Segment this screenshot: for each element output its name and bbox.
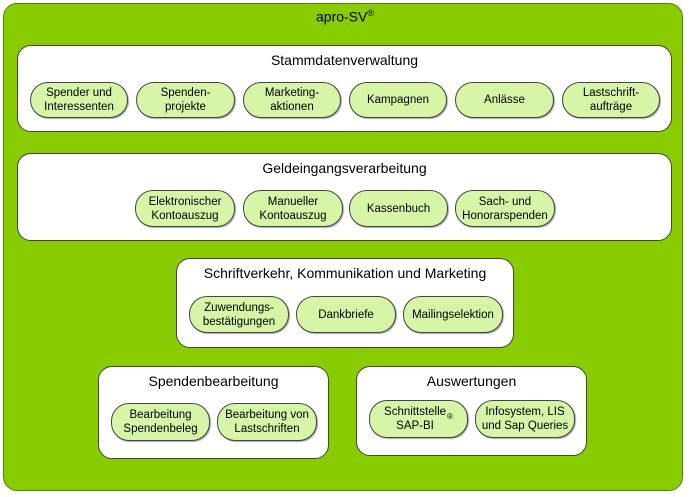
module-manueller-kontoauszug[interactable]: Manueller Kontoauszug	[243, 190, 343, 227]
module-anlaesse[interactable]: Anlässe	[455, 82, 554, 118]
group-auswertungen: Auswertungen Schnittstelle SAP-BI® Infos…	[356, 366, 587, 456]
module-spender-interessenten[interactable]: Spender und Interessenten	[30, 82, 128, 118]
group-schriftverkehr: Schriftverkehr, Kommunikation und Market…	[176, 258, 514, 348]
group-title: Geldeingangsverarbeitung	[262, 160, 427, 176]
group-stammdatenverwaltung: Stammdatenverwaltung Spender und Interes…	[17, 45, 672, 132]
registered-mark: ®	[447, 412, 453, 421]
group-title: Stammdatenverwaltung	[270, 52, 419, 68]
registered-mark: ®	[367, 8, 374, 18]
group-geldeingangsverarbeitung: Geldeingangsverarbeitung Elektronischer …	[17, 153, 672, 241]
module-kampagnen[interactable]: Kampagnen	[349, 82, 447, 118]
module-lastschriftauftraege[interactable]: Lastschrift- aufträge	[562, 82, 660, 118]
diagram-title: apro-SV®	[316, 8, 374, 25]
module-zuwendungsbestaetigungen[interactable]: Zuwendungs- bestätigungen	[189, 296, 289, 333]
module-elektronischer-kontoauszug[interactable]: Elektronischer Kontoauszug	[135, 190, 235, 227]
module-kassenbuch[interactable]: Kassenbuch	[349, 190, 448, 227]
module-marketingaktionen[interactable]: Marketing- aktionen	[243, 82, 341, 118]
module-mailingselektion[interactable]: Mailingselektion	[403, 296, 503, 333]
module-spendenprojekte[interactable]: Spenden- projekte	[136, 82, 235, 118]
module-schnittstelle-sap-bi[interactable]: Schnittstelle SAP-BI®	[369, 400, 468, 438]
module-sach-honorarspenden[interactable]: Sach- und Honorarspenden	[455, 190, 555, 227]
group-spendenbearbeitung: Spendenbearbeitung Bearbeitung Spendenbe…	[98, 366, 329, 459]
module-bearbeitung-spendenbeleg[interactable]: Bearbeitung Spendenbeleg	[111, 403, 210, 441]
module-dankbriefe[interactable]: Dankbriefe	[296, 296, 396, 333]
module-infosystem-lis-queries[interactable]: Infosystem, LIS und Sap Queries	[475, 400, 575, 438]
module-bearbeitung-lastschriften[interactable]: Bearbeitung von Lastschriften	[217, 403, 317, 441]
group-title: Spendenbearbeitung	[148, 373, 279, 389]
group-title: Auswertungen	[426, 373, 517, 389]
group-title: Schriftverkehr, Kommunikation und Market…	[203, 265, 487, 281]
